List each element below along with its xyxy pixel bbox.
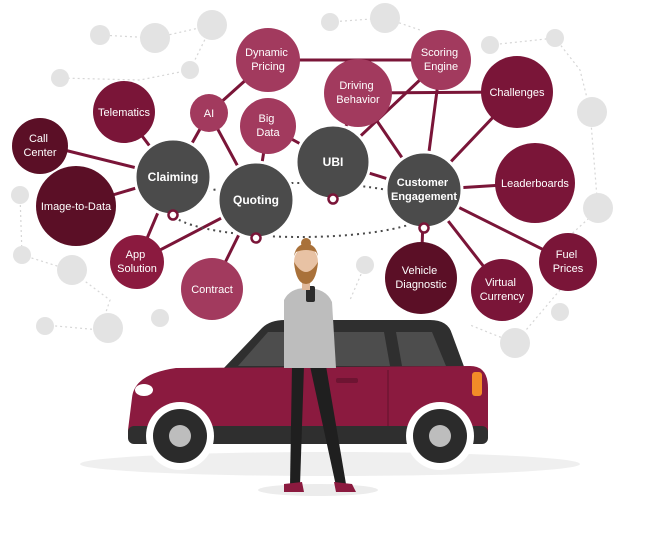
node-vehicle-diagnostic: Vehicle Diagnostic — [385, 242, 457, 314]
hub-customer-engagement: Customer Engagement — [384, 150, 464, 230]
node-fuel-prices: Fuel Prices — [539, 233, 597, 291]
svg-text:Contract: Contract — [191, 284, 233, 296]
svg-text:Leaderboards: Leaderboards — [501, 178, 569, 190]
svg-text:Driving Behavior: Driving Behavior — [336, 80, 380, 106]
node-app-solution: App Solution — [110, 235, 164, 289]
node-image-to-data: Image-to-Data — [36, 166, 116, 246]
node-dynamic-pricing: Dynamic Pricing — [236, 28, 300, 92]
background-bubbles — [11, 3, 613, 358]
svg-text:Telematics: Telematics — [98, 107, 150, 119]
node-contract: Contract — [181, 258, 243, 320]
svg-text:Customer Engagement: Customer Engagement — [391, 177, 457, 203]
hub-quoting: Quoting — [216, 160, 296, 240]
svg-text:Dynamic Pricing: Dynamic Pricing — [245, 47, 291, 73]
svg-text:Vehicle Diagnostic: Vehicle Diagnostic — [395, 265, 447, 291]
hub-claiming: Claiming — [133, 137, 213, 217]
svg-text:Claiming: Claiming — [148, 170, 199, 184]
svg-text:App Solution: App Solution — [117, 249, 157, 275]
node-leaderboards: Leaderboards — [495, 143, 575, 223]
node-scoring-engine: Scoring Engine — [411, 30, 471, 90]
svg-text:Image-to-Data: Image-to-Data — [41, 201, 112, 213]
svg-text:Fuel Prices: Fuel Prices — [553, 249, 584, 275]
orbit-markers — [167, 193, 430, 244]
red-car-illustration — [80, 320, 580, 476]
node-big-data: Big Data — [240, 98, 296, 154]
hub-ubi: UBI — [294, 123, 372, 201]
node-challenges: Challenges — [481, 56, 553, 128]
node-telematics: Telematics — [93, 81, 155, 143]
svg-text:Call Center: Call Center — [23, 133, 56, 159]
node-driving-behavior: Driving Behavior — [324, 59, 392, 127]
person-with-phone-illustration — [258, 238, 378, 496]
svg-text:Quoting: Quoting — [233, 193, 279, 207]
svg-text:Big Data: Big Data — [256, 113, 280, 139]
svg-text:Challenges: Challenges — [489, 87, 545, 99]
svg-text:Virtual Currency: Virtual Currency — [480, 277, 525, 303]
node-ai: AI — [190, 94, 228, 132]
node-call-center: Call Center — [12, 118, 68, 174]
node-virtual-currency: Virtual Currency — [471, 259, 533, 321]
svg-text:UBI: UBI — [323, 155, 344, 169]
svg-text:AI: AI — [204, 108, 214, 120]
svg-text:Scoring Engine: Scoring Engine — [421, 47, 461, 73]
